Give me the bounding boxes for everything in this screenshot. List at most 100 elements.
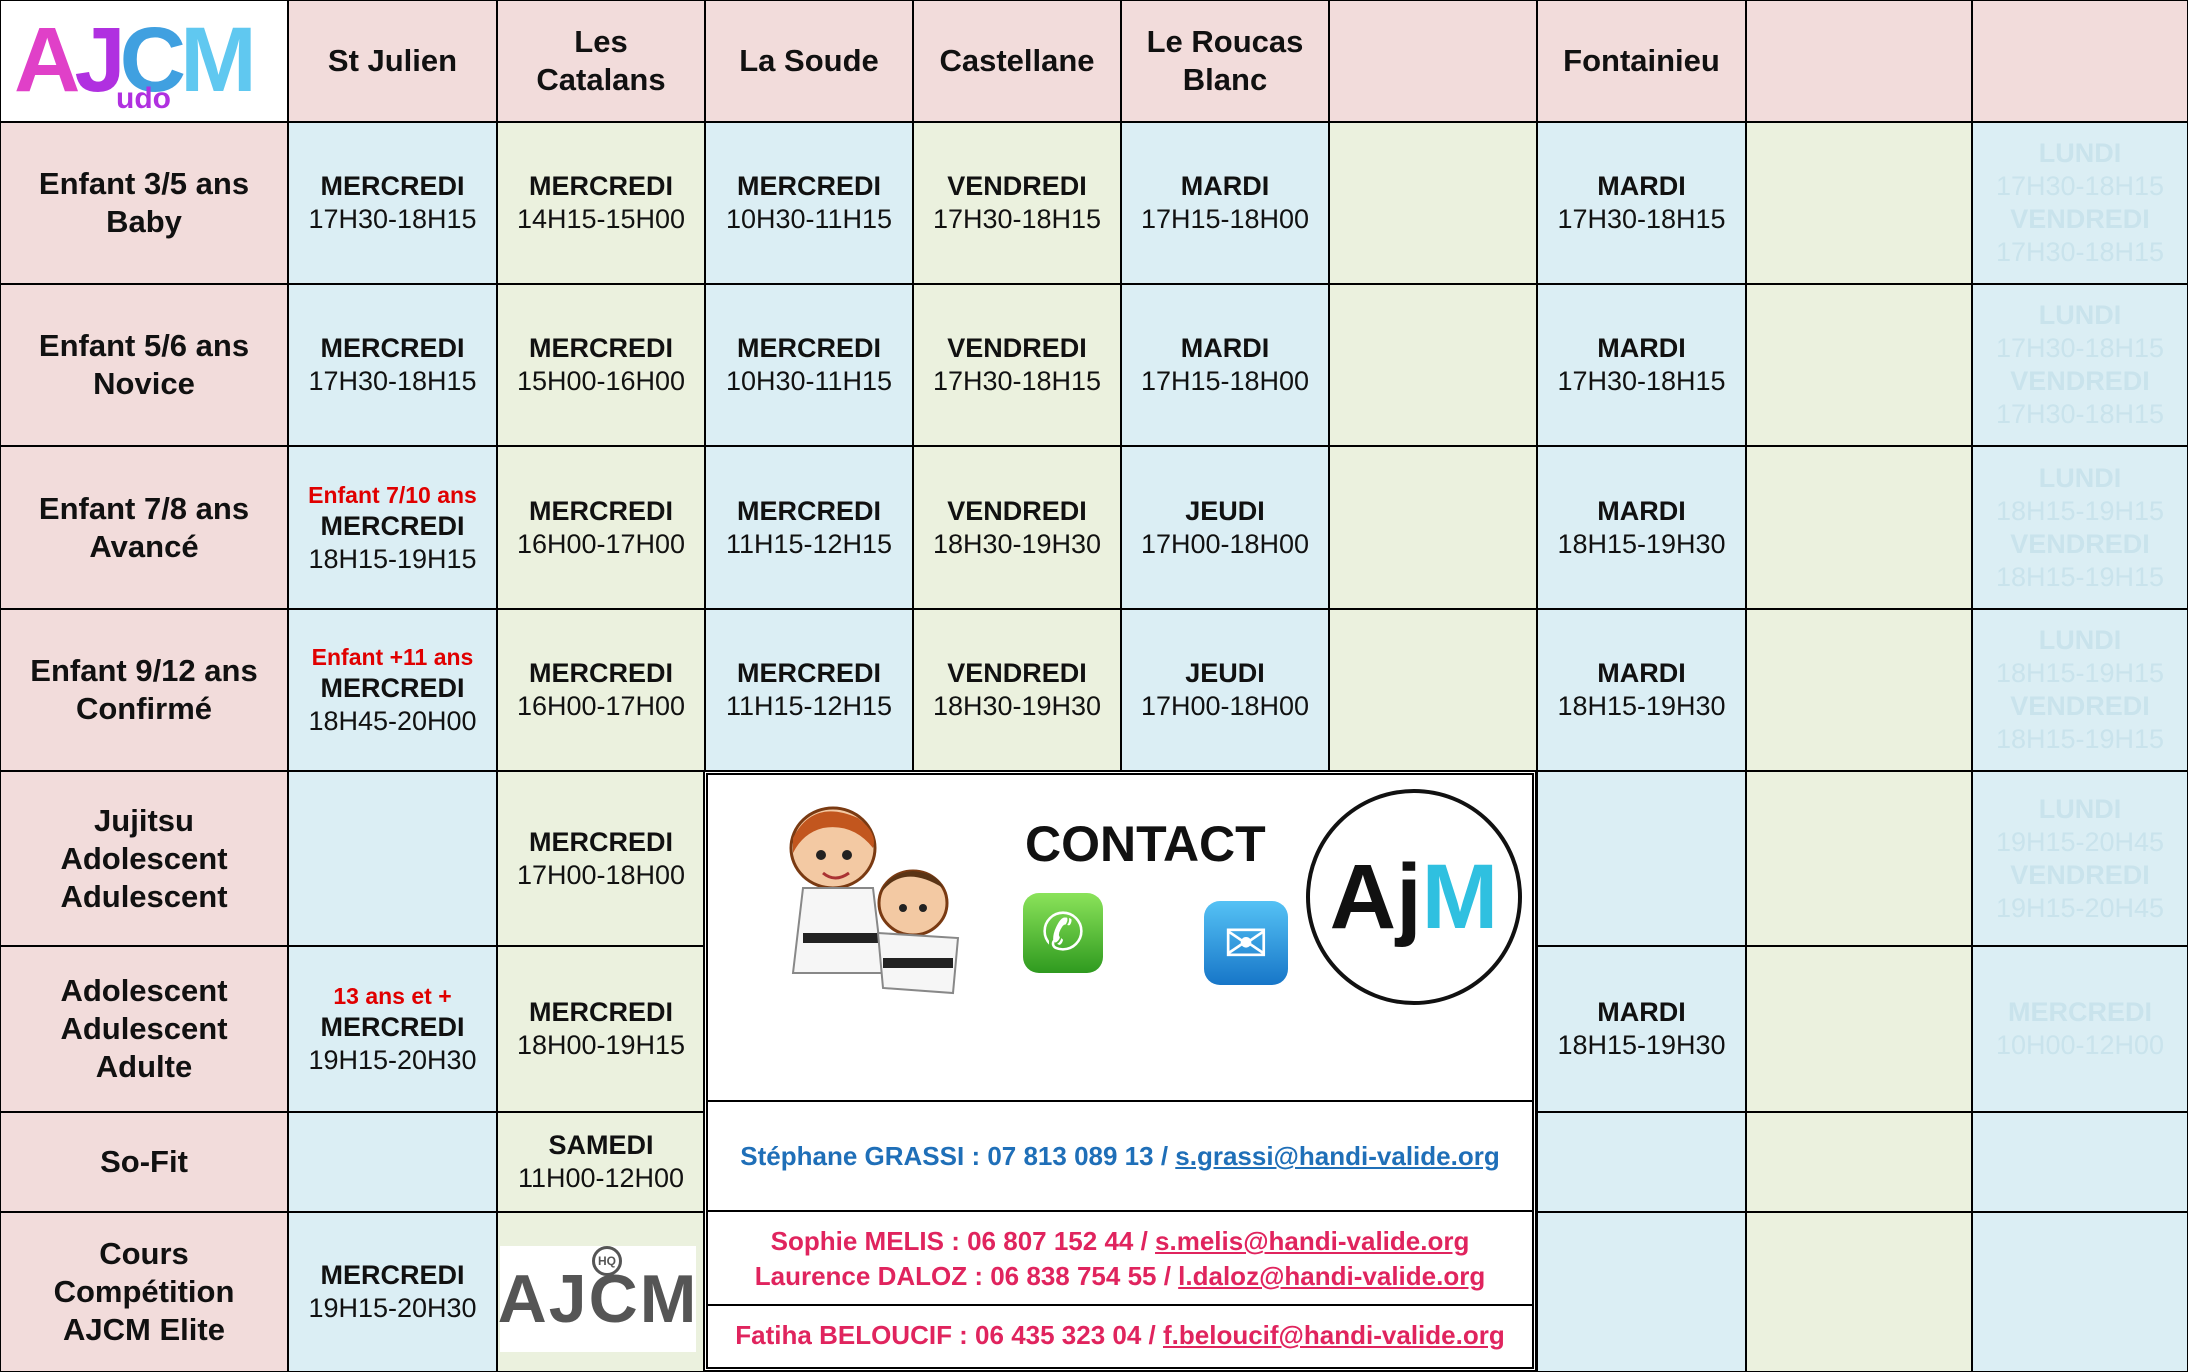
schedule-cell [1536,770,1747,947]
schedule-cell [1971,1111,2188,1213]
session-day: VENDREDI [947,658,1087,688]
column-header [1971,0,2188,123]
hq-badge-icon: HQ [592,1246,622,1276]
schedule-cell [1745,608,1973,772]
row-label-line: Confirmé [75,691,213,726]
session-day: MARDI [1597,658,1686,688]
email-link[interactable]: f.beloucif@handi-valide.org [1163,1320,1505,1350]
schedule-cell [1328,608,1538,772]
phone-icon[interactable]: ✆ [1023,893,1103,973]
schedule-cell [1328,283,1538,447]
contact-line-melis-daloz: Sophie MELIS : 06 807 152 44 / s.melis@h… [708,1210,1532,1304]
session-time: 17H30-18H15 [1557,204,1726,234]
schedule-cell [1745,1111,1973,1213]
session-time: 15H00-16H00 [516,366,686,396]
session-day: MERCREDI [528,658,673,688]
faded-session-text: MERCREDI [2007,997,2152,1027]
faded-session-text: VENDREDI [2010,691,2150,721]
session-time: 17H15-18H00 [1140,366,1310,396]
faded-session-text: 17H30-18H15 [1995,399,2165,429]
row-label-line: Enfant 7/8 ans [38,490,250,526]
faded-session-text: 17H30-18H15 [1995,171,2165,201]
row-label-line: Enfant 3/5 ans [38,166,250,201]
faded-session-text: 18H15-19H15 [1995,561,2165,592]
column-header: Le Roucas Blanc [1120,0,1330,123]
column-header: Les Catalans [496,0,706,123]
faded-session-text: LUNDI [2038,138,2122,168]
row-label-line: Adulescent [60,878,228,914]
faded-session-text: VENDREDI [2010,528,2150,559]
faded-session-text: LUNDI [2038,793,2122,824]
column-header-label: Fontainieu [1563,43,1720,78]
age-note: Enfant +11 ans [311,644,474,670]
row-label-line: So-Fit [100,1144,188,1179]
row-label-line: Novice [93,366,195,401]
column-header: Fontainieu [1536,0,1747,123]
session-time: 10H30-11H15 [725,204,893,234]
session-day: SAMEDI [548,1130,654,1160]
session-time: 14H15-15H00 [516,204,686,234]
faded-session-text: 18H15-19H15 [1995,658,2165,688]
column-header: St Julien [287,0,498,123]
schedule-cell [1745,445,1973,610]
session-time: 17H00-18H00 [1140,691,1310,721]
session-time: 17H30-18H15 [308,366,477,396]
email-link[interactable]: s.melis@handi-valide.org [1155,1226,1470,1256]
session-day: MERCREDI [528,997,673,1027]
session-time: 17H15-18H00 [1140,204,1310,234]
schedule-cell [287,1111,498,1213]
session-time: 18H15-19H30 [1557,691,1726,721]
session-time: 18H00-19H15 [516,1030,686,1060]
session-day: MARDI [1597,171,1686,201]
row-label-line: Baby [106,204,182,239]
age-note: 13 ans et + [333,983,452,1009]
schedule-cell [1745,945,1973,1113]
column-header [1328,0,1538,123]
session-time: 17H30-18H15 [1557,366,1726,396]
ajcm-logo-small: HQ AJCM [498,1246,696,1352]
email-link[interactable]: l.daloz@handi-valide.org [1178,1261,1486,1291]
row-label-line: Cours [99,1236,189,1271]
session-time: 17H30-18H15 [308,204,477,234]
session-day: MERCREDI [320,673,465,703]
session-time: 17H30-18H15 [932,204,1102,234]
mail-icon[interactable]: ✉ [1204,901,1288,985]
email-link[interactable]: s.grassi@handi-valide.org [1175,1141,1500,1171]
column-header: Castellane [912,0,1122,123]
session-day: MARDI [1597,333,1686,363]
session-time: 11H00-12H00 [517,1163,685,1193]
faded-session-text: 19H15-20H45 [1995,892,2165,923]
session-time: 18H15-19H30 [1557,528,1726,559]
schedule-cell [287,770,498,947]
faded-session-text: LUNDI [2038,462,2122,493]
session-time: 17H00-18H00 [1140,528,1310,559]
row-label-line: Adolescent [60,840,228,876]
session-day: VENDREDI [947,171,1087,201]
column-header-label: St Julien [327,43,458,78]
faded-session-text: 10H00-12H00 [1995,1030,2165,1060]
